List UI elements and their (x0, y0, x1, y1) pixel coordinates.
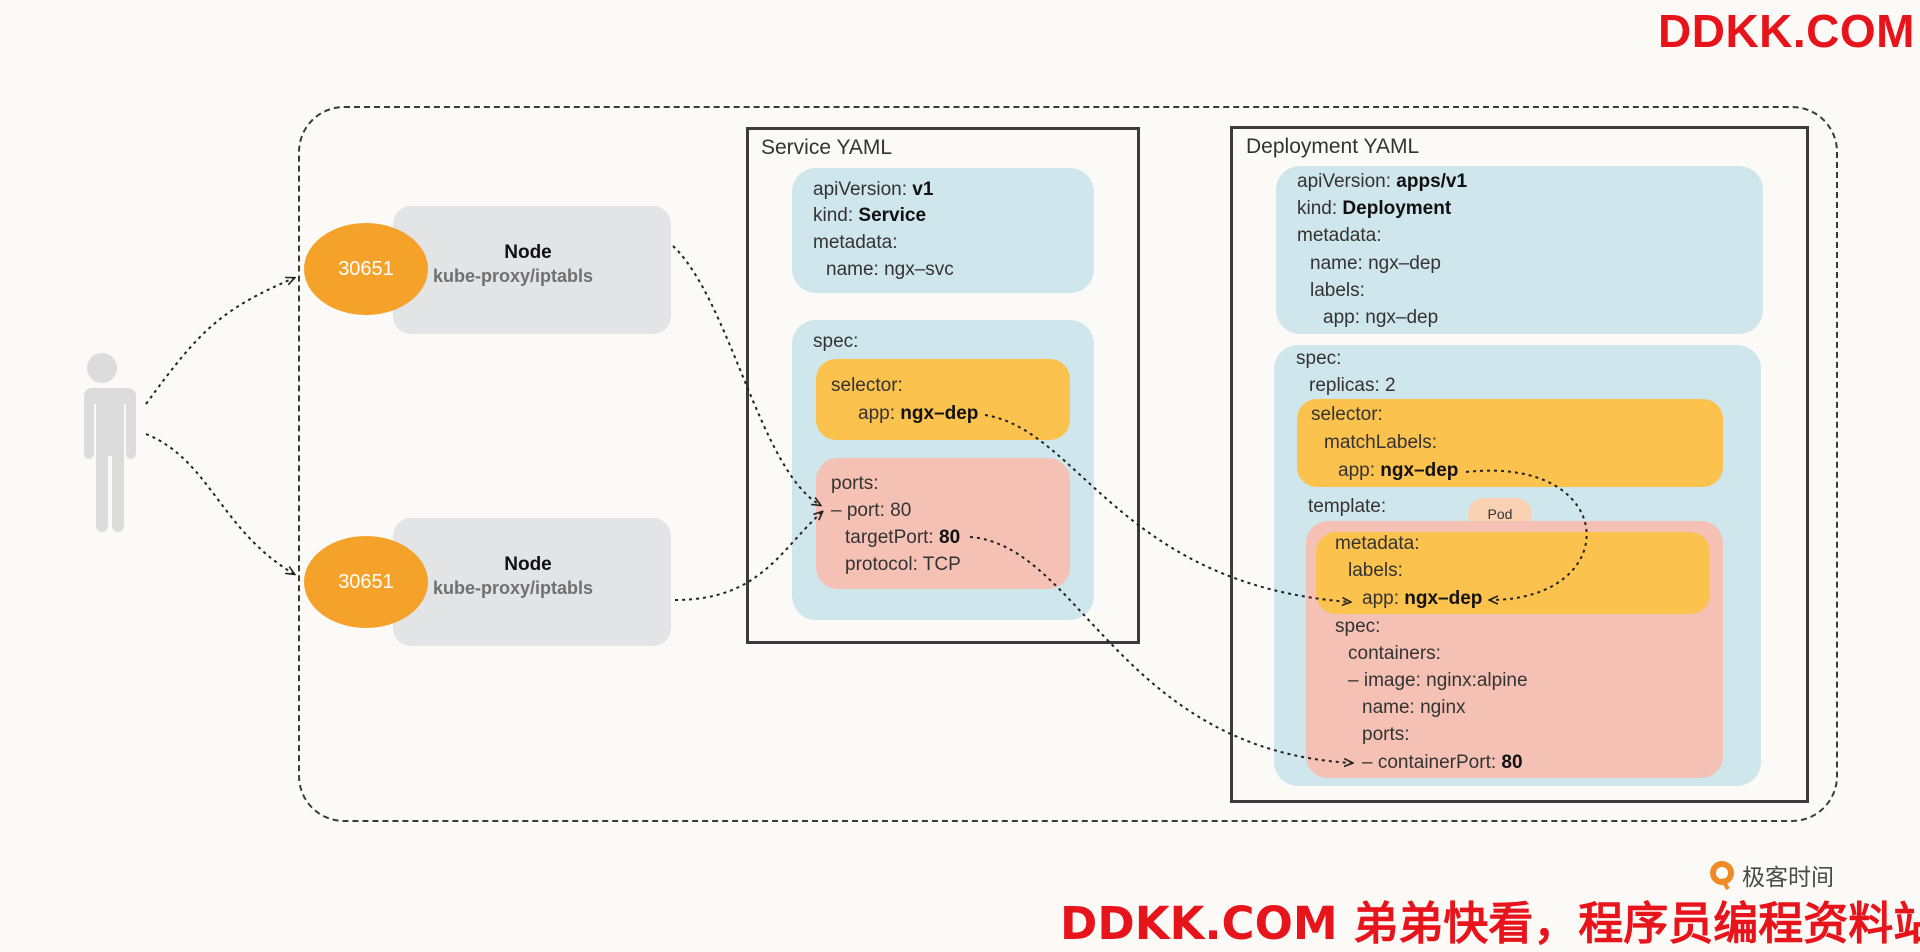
logo: 极客时间 (1708, 858, 1834, 892)
pod-containers: containers: (1348, 643, 1441, 664)
arrow-selector-to-pod-labels (984, 414, 1350, 602)
service-name: name: ngx–svc (826, 259, 954, 280)
service-protocol: protocol: TCP (845, 554, 961, 575)
service-targetport: targetPort: 80 (845, 527, 961, 548)
service-meta-block (792, 168, 1094, 293)
watermark-top: DDKK.COM (1658, 5, 1915, 57)
node-1-port: 30651 (304, 223, 428, 315)
pod-containerport: – containerPort: 80 (1362, 752, 1523, 773)
pod-labels-app: app: ngx–dep (1362, 588, 1483, 609)
pod-metadata-block (1316, 532, 1710, 614)
node-2-title: Node (504, 554, 552, 575)
service-ports-block (816, 458, 1070, 589)
arrow-targetport-to-containerport (969, 536, 1352, 763)
service-spec: spec: (813, 331, 859, 352)
deployment-spec: spec: (1296, 348, 1342, 369)
deployment-labels-app: app: ngx–dep (1323, 307, 1439, 328)
arrow-node1-to-ports (672, 245, 820, 505)
deployment-matchlabels: matchLabels: (1324, 432, 1438, 453)
service-metadata: metadata: (813, 232, 898, 253)
deployment-template: template: (1308, 496, 1387, 517)
node-1-subtitle: kube-proxy/iptabls (432, 266, 594, 286)
node-2-subtitle: kube-proxy/iptabls (432, 578, 594, 598)
service-yaml-title: Service YAML (761, 136, 893, 159)
service-kind: kind: Service (813, 205, 927, 226)
service-apiversion: apiVersion: v1 (813, 179, 934, 200)
pod-metadata: metadata: (1335, 533, 1420, 554)
deployment-yaml-title: Deployment YAML (1246, 135, 1420, 158)
node-1-labels: Node kube-proxy/iptabls (349, 206, 649, 334)
service-ports: ports: (831, 473, 879, 494)
arrow-user-to-node2 (145, 433, 294, 574)
deployment-selector: selector: (1311, 404, 1383, 425)
deployment-kind: kind: Deployment (1297, 198, 1452, 219)
service-yaml-frame (746, 127, 1140, 644)
pod-labels: labels: (1348, 560, 1403, 581)
node-1-title: Node (504, 242, 552, 263)
geektime-logo-icon (1710, 861, 1734, 890)
user-icon (76, 353, 136, 532)
logo-text: 极客时间 (1742, 865, 1834, 891)
watermark-bottom: DDKK.COM 弟弟快看，程序员编程资料站 (1060, 897, 1920, 950)
service-selector-app: app: ngx–dep (858, 403, 979, 424)
deployment-name: name: ngx–dep (1310, 253, 1441, 274)
deployment-match-app: app: ngx–dep (1338, 460, 1459, 481)
arrow-matchlabels-to-pod-labels (1465, 469, 1588, 600)
deployment-replicas: replicas: 2 (1309, 375, 1396, 396)
node-card-2 (393, 518, 671, 646)
pod-spec: spec: (1335, 616, 1381, 637)
pod-image: – image: nginx:alpine (1348, 670, 1528, 691)
deployment-labels: labels: (1310, 280, 1365, 301)
arrow-user-to-node1 (145, 278, 294, 405)
arrow-node2-to-ports (674, 512, 822, 601)
pod-container-name: name: nginx (1362, 697, 1466, 718)
service-selector-block (816, 359, 1070, 440)
deployment-apiversion: apiVersion: apps/v1 (1297, 171, 1468, 192)
cluster-boundary (298, 106, 1838, 822)
service-port: – port: 80 (831, 500, 912, 521)
deployment-meta-block (1276, 166, 1763, 334)
service-selector: selector: (831, 375, 903, 396)
node-card-1 (393, 206, 671, 334)
node-2-labels: Node kube-proxy/iptabls (349, 518, 649, 646)
deployment-metadata: metadata: (1297, 225, 1382, 246)
deployment-yaml-frame (1230, 126, 1809, 803)
pod-ports: ports: (1362, 724, 1410, 745)
node-2-port: 30651 (304, 536, 428, 628)
